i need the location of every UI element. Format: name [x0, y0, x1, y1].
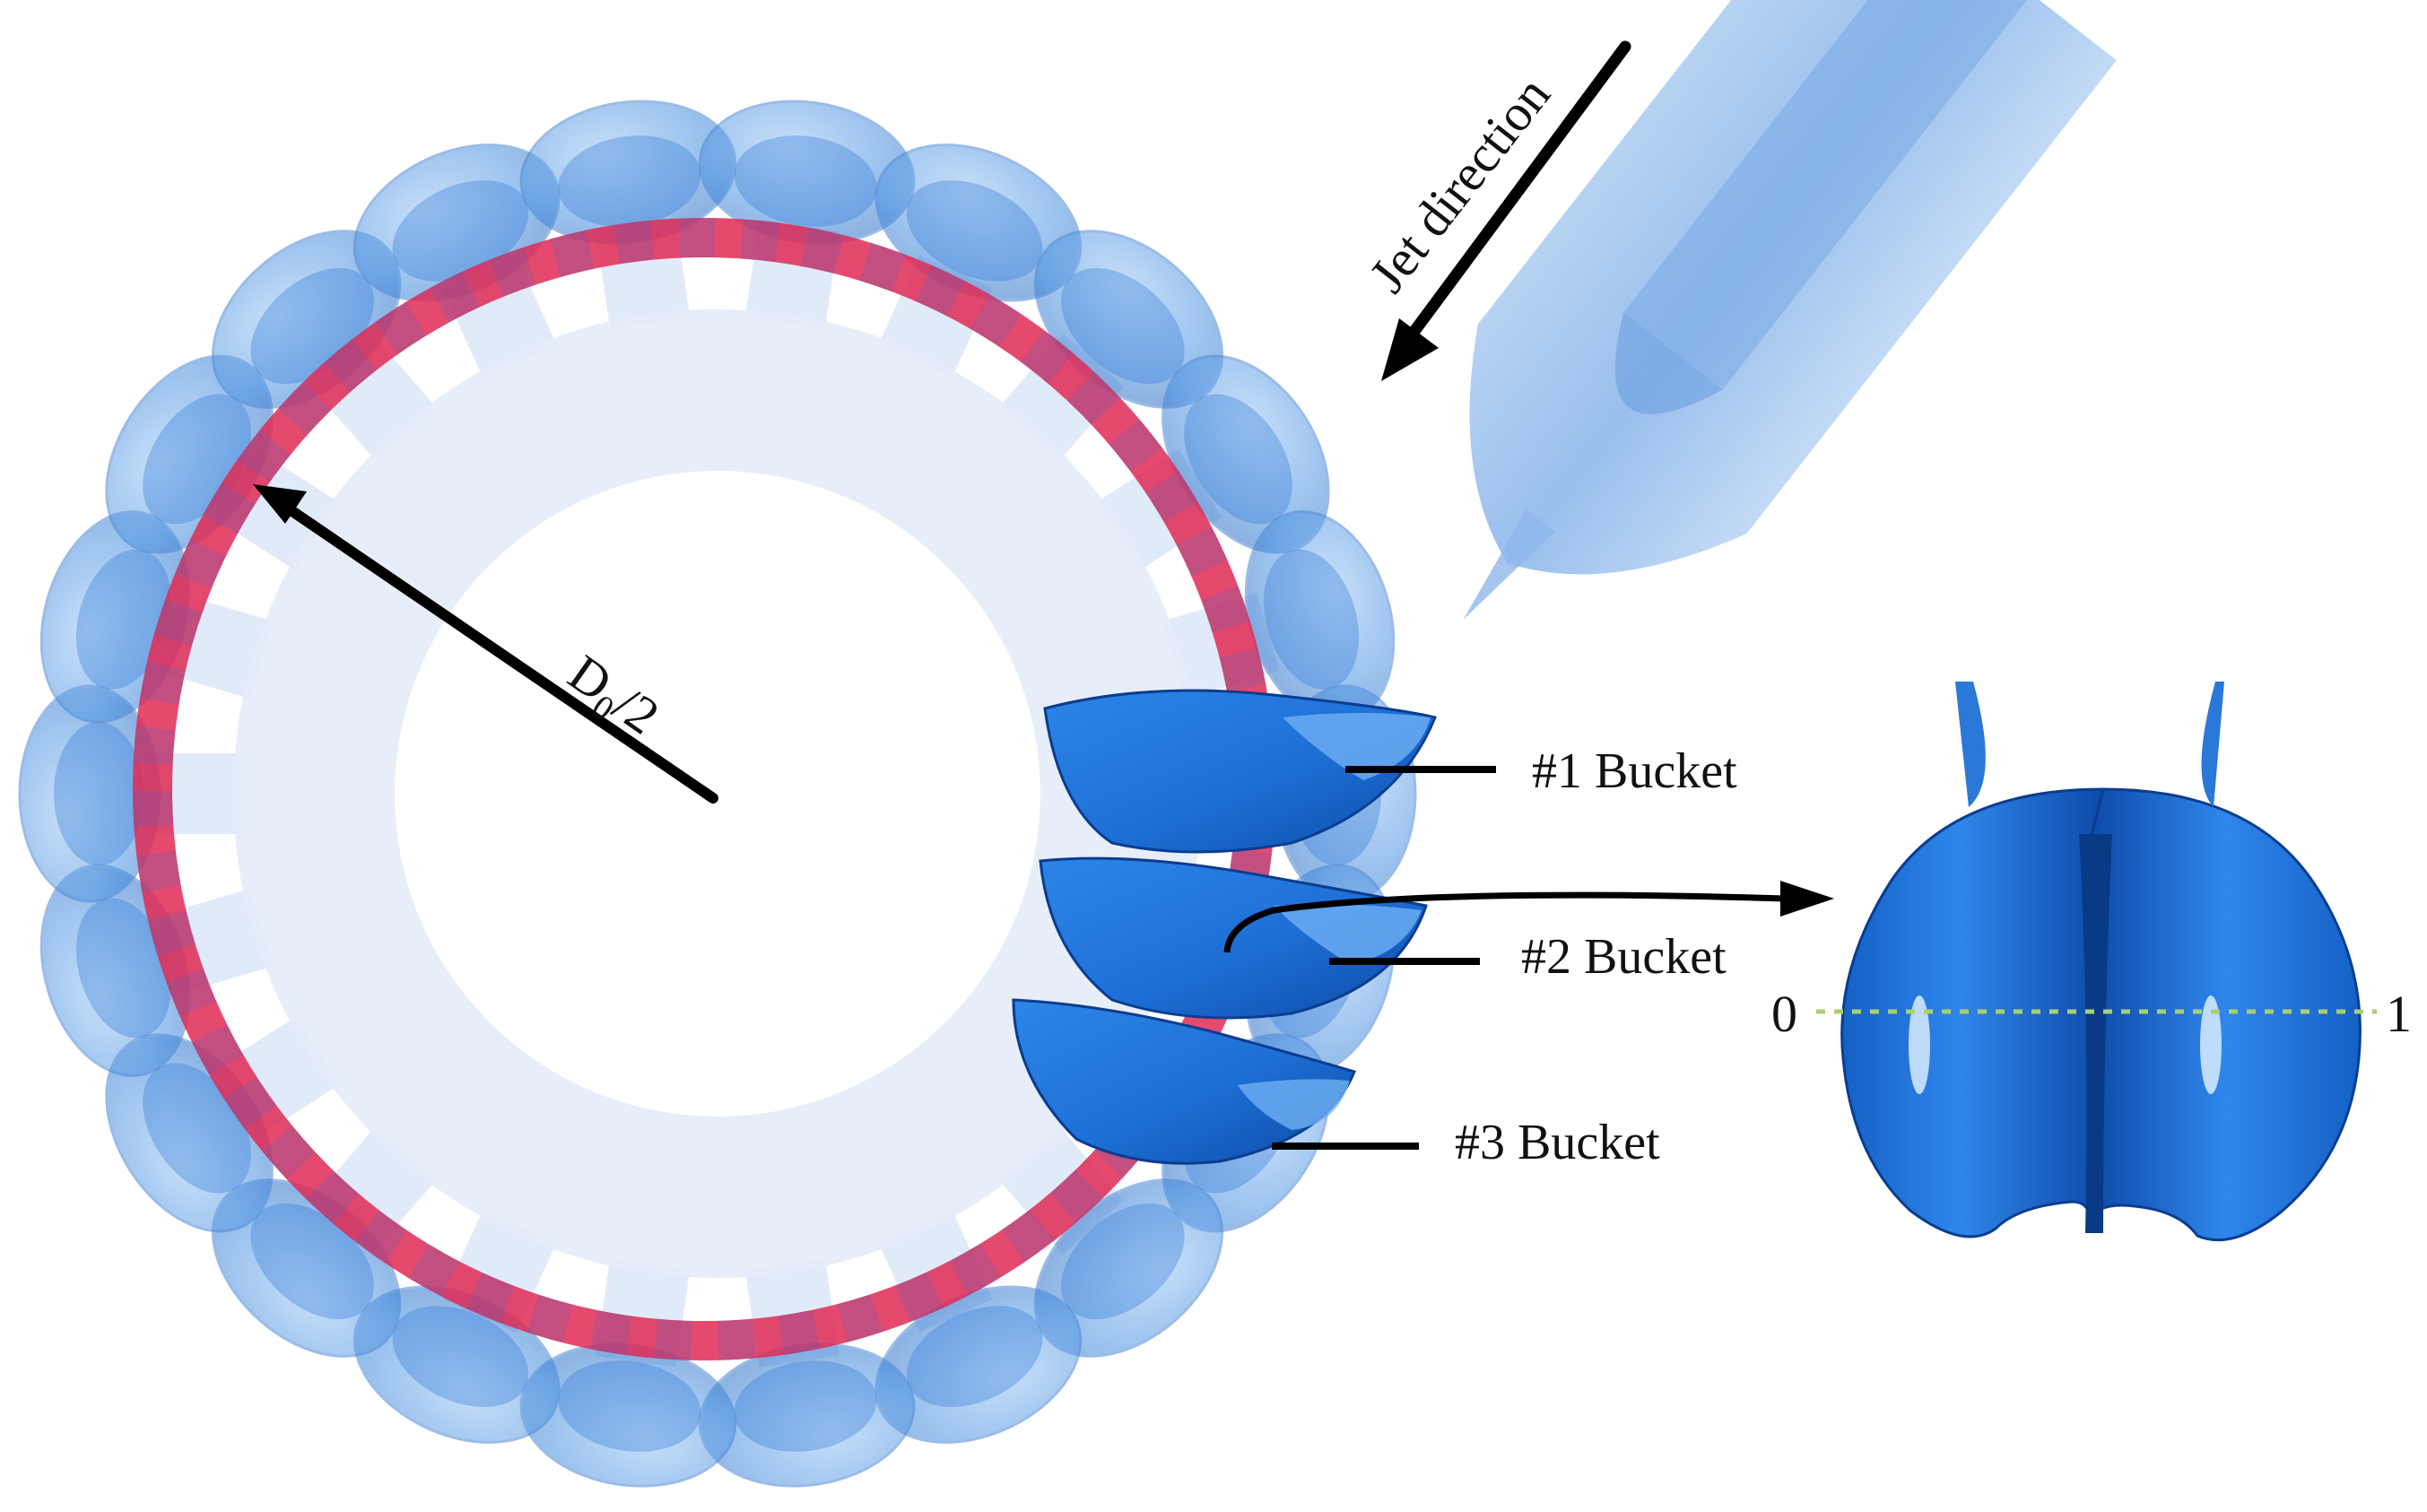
bucket-label-group: #1 Bucket #2 Bucket #3 Bucket	[1272, 743, 1737, 1170]
bucket-1-label: #1 Bucket	[1532, 743, 1737, 799]
runner-bucket	[1095, 354, 1330, 571]
runner-bucket	[698, 1258, 916, 1488]
detail-bucket	[1816, 682, 2377, 1242]
scale-start-label: 0	[1771, 985, 1797, 1043]
bucket-2-label: #2 Bucket	[1521, 929, 1727, 985]
bucket-3	[1012, 998, 1357, 1165]
detail-callout-arrow	[1223, 881, 1834, 953]
hub-bore	[395, 471, 1040, 1117]
scale-end-label: 1	[2386, 985, 2412, 1043]
runner-bucket	[874, 1209, 1083, 1444]
jet-nozzle	[1463, 0, 2117, 620]
runner-bucket	[18, 684, 242, 903]
bucket-3-label: #3 Bucket	[1455, 1115, 1660, 1170]
bucket-1	[1043, 689, 1438, 854]
highlighted-buckets	[1012, 689, 1438, 1165]
pelton-runner: D0/2	[18, 100, 1438, 1488]
radius-arrow	[253, 484, 718, 804]
jet-direction-arrow	[1381, 40, 1631, 381]
